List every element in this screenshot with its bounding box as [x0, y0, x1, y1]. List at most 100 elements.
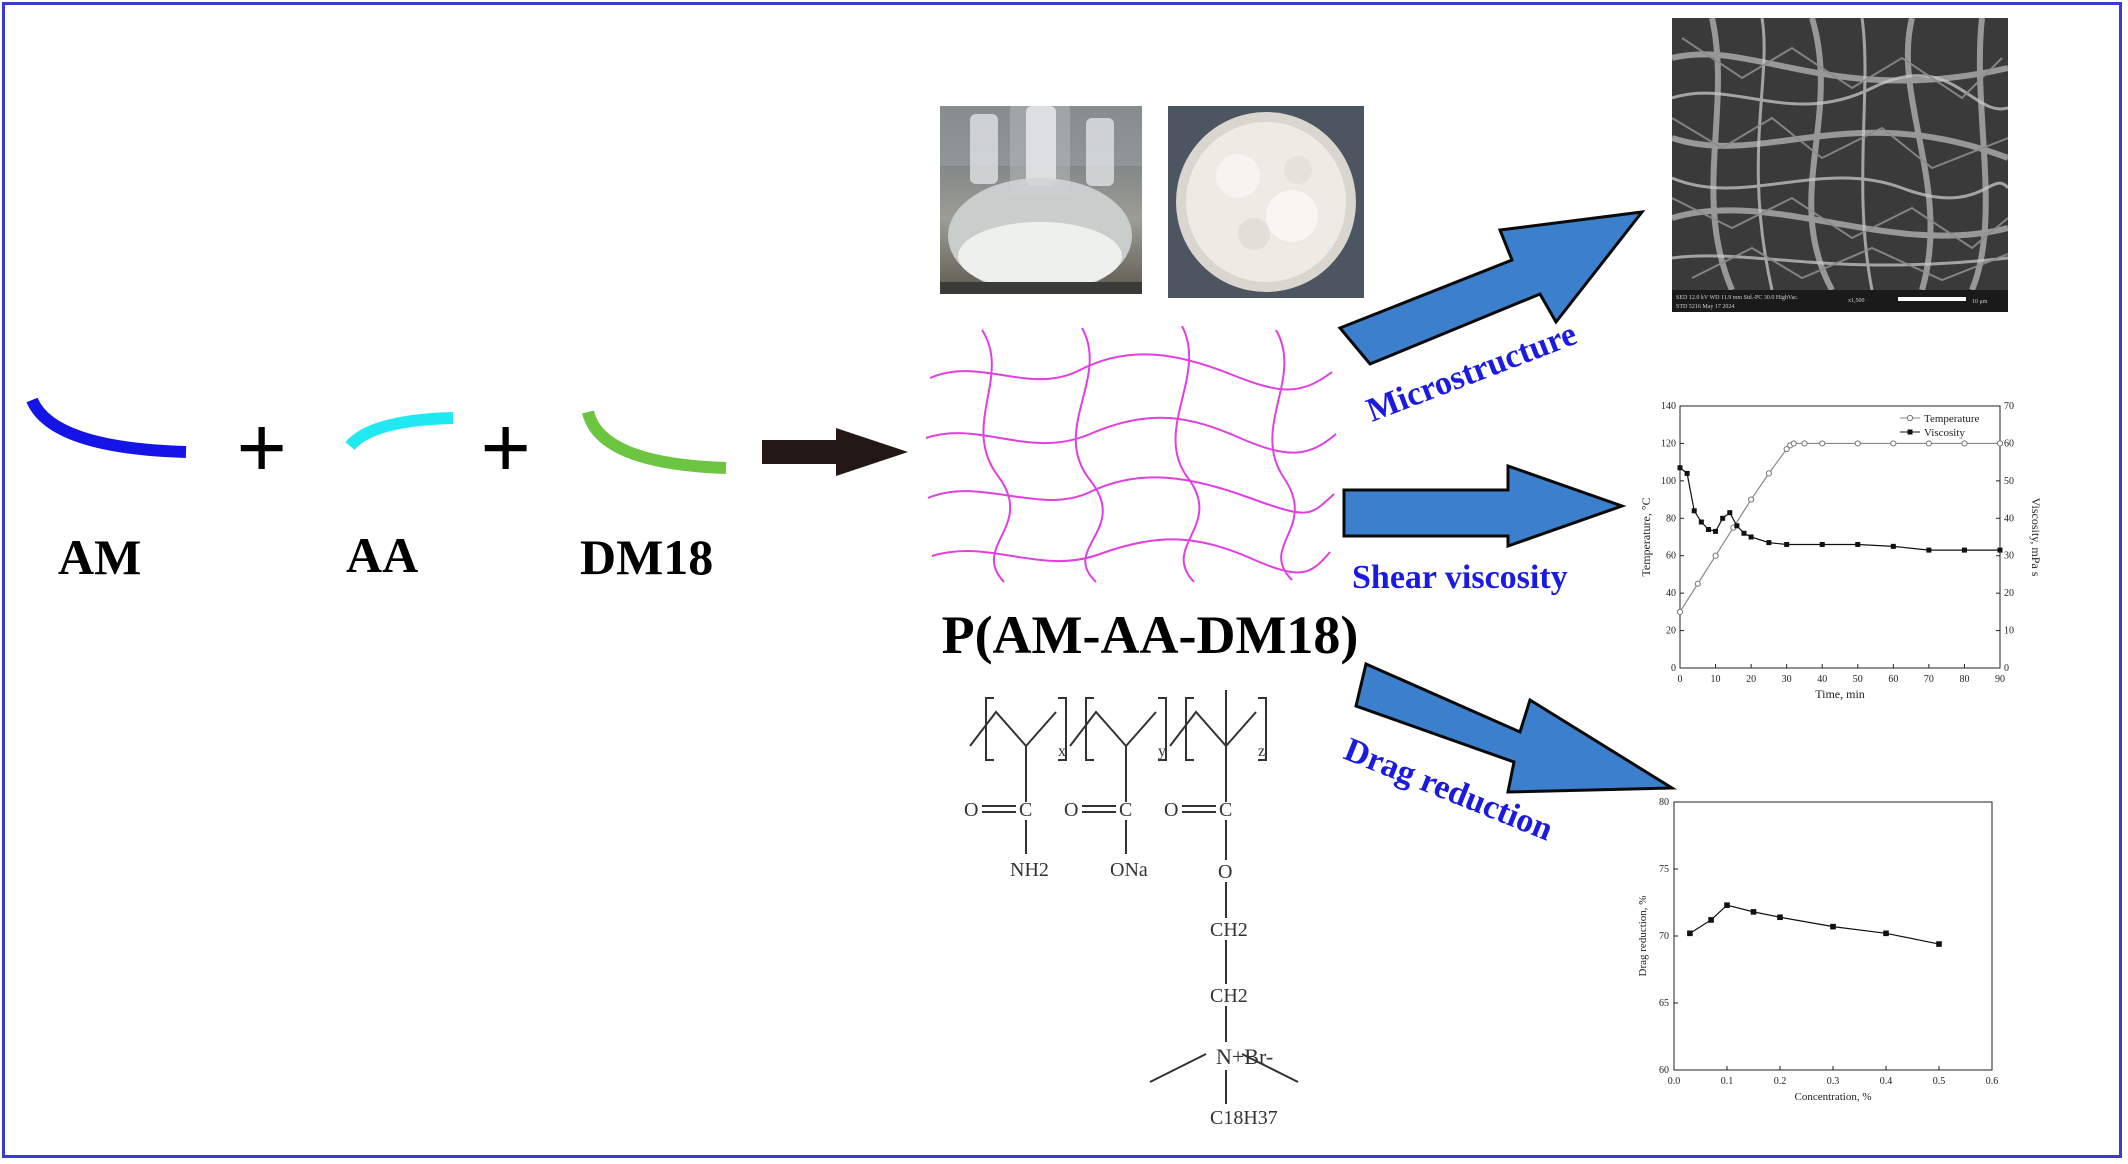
temperature-point — [1783, 445, 1790, 453]
viscosity-point — [1705, 527, 1711, 533]
oxygen-2: O — [1064, 799, 1078, 821]
chart2-ytick-label: 65 — [1659, 998, 1669, 1009]
chart1-ytick-label: 60 — [1666, 551, 1676, 562]
oxygen-3: O — [1164, 799, 1178, 821]
reaction-arrow — [762, 428, 908, 476]
drag-reduction-point — [1830, 923, 1836, 930]
chart1-y2tick-label: 10 — [2004, 626, 2014, 637]
viscosity-point — [1720, 515, 1726, 521]
chart2-ytick-label: 80 — [1659, 797, 1669, 808]
chart1-y2tick-label: 20 — [2004, 588, 2014, 599]
plus-sign-1: + — [236, 399, 288, 498]
chart1-xtick-label: 70 — [1924, 674, 1934, 685]
chart1-y2tick-label: 0 — [2004, 663, 2009, 674]
temperature-point — [1765, 470, 1772, 477]
viscosity-point — [1855, 541, 1861, 547]
chain-ch2-1: CH2 — [1210, 919, 1248, 941]
chart1-ytick-label: 100 — [1661, 476, 1676, 487]
viscosity-point — [1677, 465, 1683, 471]
legend-temperature: Temperature — [1924, 413, 1980, 425]
plus-sign-2: + — [480, 399, 532, 498]
viscosity-point — [1890, 543, 1896, 549]
temperature-point — [1819, 440, 1826, 447]
viscosity-point — [1926, 547, 1932, 553]
chart1-ytick-label: 0 — [1671, 663, 1676, 674]
chart1-legend: Temperature Viscosity — [1900, 413, 1980, 439]
drag-reduction-point — [1708, 917, 1714, 923]
subscript-x: x — [1058, 743, 1066, 760]
chart1-ytick-label: 120 — [1661, 438, 1676, 449]
viscosity-point — [1684, 470, 1690, 476]
drag-reduction-point — [1883, 930, 1889, 937]
arrow-shear-viscosity — [1342, 463, 1627, 549]
chain-ch2-2: CH2 — [1210, 985, 1248, 1007]
monomer-dm18-label: DM18 — [580, 529, 714, 585]
chart2-ytick-label: 60 — [1659, 1065, 1669, 1076]
chart1-y2tick-label: 70 — [2004, 401, 2014, 412]
monomer-dm18-curve — [582, 410, 727, 474]
oxygen-1: O — [964, 799, 978, 821]
arrow-label-shear-viscosity: Shear viscosity — [1352, 559, 1568, 596]
legend-viscosity-swatch — [1907, 429, 1913, 435]
chart1-y2tick-label: 50 — [2004, 476, 2014, 487]
flask-icon — [940, 106, 1142, 294]
chart2-xtick-label: 0.1 — [1721, 1076, 1734, 1087]
viscosity-point — [1784, 541, 1790, 547]
drag-reduction-point — [1724, 902, 1730, 908]
subscript-z: z — [1258, 743, 1265, 760]
temperature-point — [1890, 440, 1897, 447]
chart2-xtick-label: 0.4 — [1880, 1076, 1893, 1087]
tail-group: C18H37 — [1210, 1107, 1278, 1129]
drag-reduction-point — [1687, 930, 1693, 937]
chart1-xtick-label: 0 — [1678, 674, 1683, 685]
monomer-aa-label: AA — [346, 527, 419, 583]
chart1-xlabel: Time, min — [1815, 687, 1865, 701]
sem-footer-scale: 10 μm — [1972, 299, 1988, 305]
viscosity-point — [1727, 510, 1733, 516]
chart1-ytick-label: 40 — [1666, 588, 1676, 599]
chart1-xtick-label: 90 — [1995, 674, 2005, 685]
carbon-1: C — [1019, 799, 1032, 821]
chart1-ytick-label: 80 — [1666, 513, 1676, 524]
drag-reduction-line — [1689, 904, 1940, 945]
chart1-xtick-label: 20 — [1746, 674, 1756, 685]
chart1-xtick-label: 60 — [1888, 674, 1898, 685]
chart2-xtick-label: 0.0 — [1668, 1076, 1681, 1087]
temperature-point — [1676, 608, 1684, 615]
carbon-2: C — [1119, 799, 1132, 821]
arrow-microstructure — [1337, 210, 1646, 366]
group-ester-o: O — [1218, 861, 1232, 883]
viscosity-point — [1741, 530, 1747, 536]
sem-footer-left2: STD 5216 May 17 2024 — [1676, 304, 1734, 310]
chart1-marks — [1676, 440, 2004, 615]
arrow-drag-reduction — [1354, 661, 1678, 794]
viscosity-point — [1961, 547, 1967, 553]
temperature-point — [1694, 580, 1701, 587]
monomer-aa-curve — [345, 412, 454, 451]
temperature-point — [1961, 440, 1968, 447]
temperature-line — [1679, 442, 2000, 613]
viscosity-point — [1766, 540, 1772, 546]
viscosity-point — [1691, 508, 1697, 514]
chart1-ylabel: Temperature, °C — [1639, 497, 1653, 576]
chart2-xtick-label: 0.5 — [1933, 1076, 1946, 1087]
temperature-point — [1790, 440, 1797, 447]
viscosity-point — [1713, 528, 1719, 534]
group-ona: ONa — [1110, 859, 1148, 881]
chart2-xtick-label: 0.3 — [1827, 1076, 1840, 1087]
temperature-point — [1801, 440, 1808, 447]
temperature-point — [1925, 440, 1932, 447]
monomer-am-curve — [26, 397, 187, 458]
viscosity-point — [1819, 541, 1825, 547]
group-nh2: NH2 — [1010, 859, 1049, 881]
temperature-point — [1748, 496, 1755, 503]
chart1-y2tick-label: 60 — [2004, 438, 2014, 449]
chart1-xtick-label: 30 — [1782, 674, 1792, 685]
temperature-point — [1854, 440, 1861, 447]
chart2-plot-frame — [1673, 801, 1993, 1071]
temperature-point — [1712, 552, 1719, 559]
sem-footer-left: SED 12.0 kV WD 11.9 mm Std.-PC 30.0 High… — [1676, 295, 1799, 301]
